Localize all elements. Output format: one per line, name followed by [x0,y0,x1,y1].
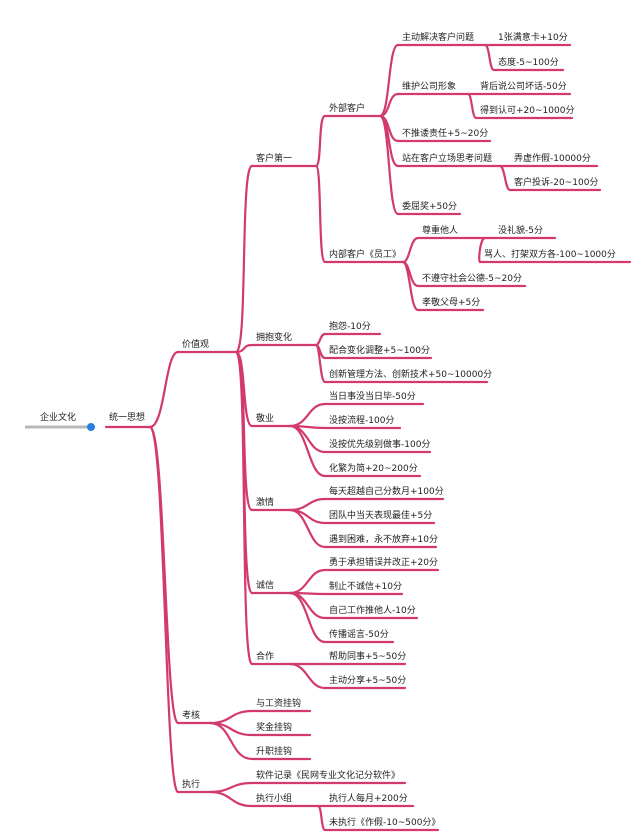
curve-internal-parents [401,260,420,312]
node-dedication[interactable]: 敬业 [256,414,275,424]
curve-assessment-1 [208,709,254,725]
node-respect[interactable]: 尊重他人 [422,226,459,236]
curve-assessment-3 [208,721,254,761]
curve-center-execution [148,425,180,794]
node-stand[interactable]: 站在客户立场思考问题 [402,154,493,164]
curve-integrity-4 [288,591,327,644]
node-assessment-2[interactable]: 奖金挂钩 [256,723,293,733]
node-teamwork-1[interactable]: 帮助同事+5~50分 [329,652,407,662]
node-respect-1[interactable]: 没礼貌-5分 [498,226,543,236]
curve-customer-external [314,114,327,168]
curve-image-2 [466,92,478,120]
node-passion-1[interactable]: 每天超越自己分数月+100分 [329,487,444,497]
node-teamwork[interactable]: 合作 [256,652,275,662]
curve-team-2 [316,804,327,832]
curve-execution-software [208,781,254,794]
curve-embrace-3 [314,343,327,384]
node-passion[interactable]: 激情 [256,498,275,508]
node-values[interactable]: 价值观 [182,340,210,350]
node-stand-1[interactable]: 弄虚作假-10000分 [514,154,591,164]
node-dedication-1[interactable]: 当日事没当日毕-50分 [329,392,416,402]
curve-external-solve [378,43,400,118]
node-respect-2[interactable]: 骂人、打架双方各-100~1000分 [484,250,616,260]
curve-internal-respect [401,236,420,264]
node-assessment-1[interactable]: 与工资挂钩 [256,699,302,709]
curve-stand-2 [498,164,512,192]
node-dedication-4[interactable]: 化繁为简+20~200分 [329,464,418,474]
curve-center-values [148,350,180,429]
node-embrace-2[interactable]: 配合变化调整+5~100分 [329,346,430,356]
node-external[interactable]: 外部客户 [329,104,366,114]
curve-dedication-1 [288,402,327,428]
node-parents[interactable]: 孝敬父母+5分 [422,298,481,308]
curve-passion-3 [288,508,327,549]
node-team-2[interactable]: 未执行《作假-10~500分》 [329,818,441,828]
node-image-1[interactable]: 背后说公司坏话-50分 [480,82,567,92]
root-connector-dot [87,423,95,431]
node-underlines [104,43,632,832]
node-image-2[interactable]: 得到认可+20~1000分 [480,106,575,116]
curve-external-grievance [378,114,400,216]
curve-teamwork-2 [288,662,327,690]
node-teamwork-2[interactable]: 主动分享+5~50分 [329,676,407,686]
node-solve-2[interactable]: 态度-5~100分 [498,58,559,68]
node-assessment-3[interactable]: 升职挂钩 [256,747,293,757]
node-integrity-1[interactable]: 勇于承担错误并改正+20分 [329,558,438,568]
node-execution[interactable]: 执行 [182,780,201,790]
node-solve-1[interactable]: 1张满意卡+10分 [498,33,568,43]
node-team[interactable]: 执行小组 [256,794,293,804]
node-grievance[interactable]: 委屈奖+50分 [402,202,457,212]
node-dedication-3[interactable]: 没按优先级别做事-100分 [329,440,431,450]
branch-curves [148,43,512,832]
node-customer-first[interactable]: 客户第一 [256,154,293,164]
node-image[interactable]: 维护公司形象 [402,82,457,92]
curve-respect-2 [478,236,487,264]
node-integrity-2[interactable]: 制止不诚信+10分 [329,582,402,592]
node-integrity[interactable]: 诚信 [256,581,275,591]
node-embrace-3[interactable]: 创新管理方法、创新技术+50~10000分 [329,370,493,380]
node-solve[interactable]: 主动解决客户问题 [402,33,475,43]
node-passion-2[interactable]: 团队中当天表现最佳+5分 [329,511,433,521]
node-root[interactable]: 企业文化 [40,413,77,423]
curve-dedication-4 [288,424,327,478]
curve-embrace-1 [314,332,327,347]
node-center[interactable]: 统一思想 [109,413,146,423]
node-software[interactable]: 软件记录《民网专业文化记分软件》 [256,771,401,781]
node-passion-3[interactable]: 遇到困难，永不放弃+10分 [329,535,438,545]
node-integrity-3[interactable]: 自己工作推他人-10分 [329,606,416,616]
curve-values-customer [234,164,254,354]
curve-execution-team [208,790,254,808]
curve-customer-internal [314,164,327,264]
node-morals[interactable]: 不遵守社会公德-5~20分 [422,274,522,284]
curve-values-teamwork [234,350,254,666]
curve-integrity-1 [288,568,327,595]
node-embrace[interactable]: 拥抱变化 [256,333,293,343]
node-internal[interactable]: 内部客户《员工》 [329,250,402,260]
node-stand-2[interactable]: 客户投诉-20~100分 [514,178,599,188]
curve-passion-1 [288,497,327,512]
node-no-blame[interactable]: 不推诿责任+5~20分 [402,129,489,139]
node-dedication-2[interactable]: 没按流程-100分 [329,416,395,426]
node-embrace-1[interactable]: 抱怨-10分 [329,322,371,332]
node-integrity-4[interactable]: 传播谣言-50分 [329,630,389,640]
curve-solve-2 [483,43,496,72]
node-assessment[interactable]: 考核 [182,711,201,721]
node-team-1[interactable]: 执行人每月+200分 [329,794,408,804]
